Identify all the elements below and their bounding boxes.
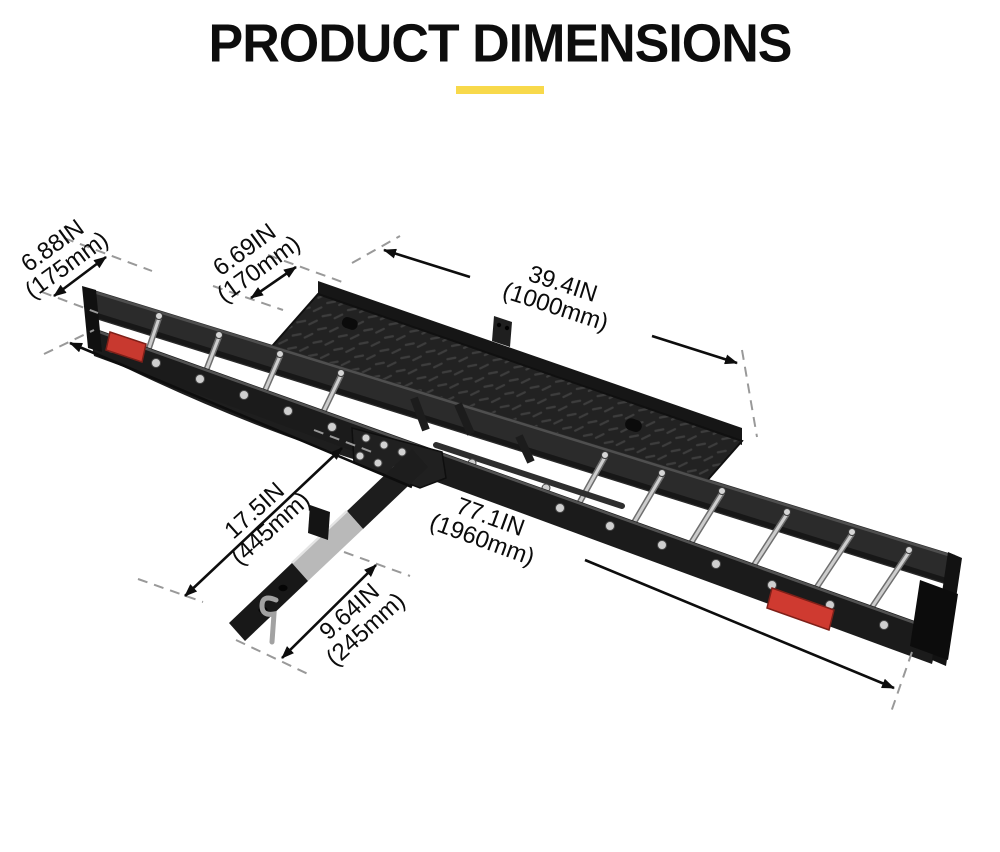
arrow-hitch-arm-length [184, 447, 343, 597]
ramp-knob-left [341, 317, 358, 330]
hitch-pin [259, 595, 279, 645]
arrow-ramp-width [250, 265, 297, 300]
ramp-braces [410, 396, 535, 464]
dimension-label-ramp-length: 39.4IN (1000mm) [499, 260, 611, 336]
extension-lines [41, 235, 913, 716]
center-gusset [351, 427, 447, 489]
loading-ramp [264, 281, 744, 502]
page-header: PRODUCT DIMENSIONS [0, 14, 1000, 94]
title-accent-bar [456, 86, 544, 94]
arrow-ramp-length-left [383, 248, 471, 279]
near-rail [87, 326, 941, 664]
dimension-arrows [53, 248, 895, 690]
ramp-mount-bracket [492, 316, 512, 347]
rail-right-end [910, 552, 962, 666]
tube-bracket [308, 505, 330, 540]
rail-left-end-cap [82, 286, 102, 352]
dimension-label-ramp-width: 6.69IN (170mm) [208, 218, 305, 308]
carrier-illustration [82, 281, 962, 666]
arrow-total-length-left [69, 341, 413, 489]
dimension-label-rail-end-width: 6.88IN (175mm) [16, 214, 113, 304]
arrow-rail-end-width [53, 255, 107, 298]
reflector-left [105, 331, 147, 363]
wheel-stop-plate [910, 580, 958, 660]
ramp-knob-right [625, 418, 642, 432]
arrow-ramp-length-right [651, 334, 738, 365]
arrow-total-length-right [584, 558, 895, 690]
arm-right-upper [433, 442, 625, 509]
page-title: PRODUCT DIMENSIONS [208, 13, 793, 75]
rail-bolts [107, 343, 889, 630]
arrow-hitch-offset [281, 564, 377, 659]
reflector-right [766, 587, 835, 631]
